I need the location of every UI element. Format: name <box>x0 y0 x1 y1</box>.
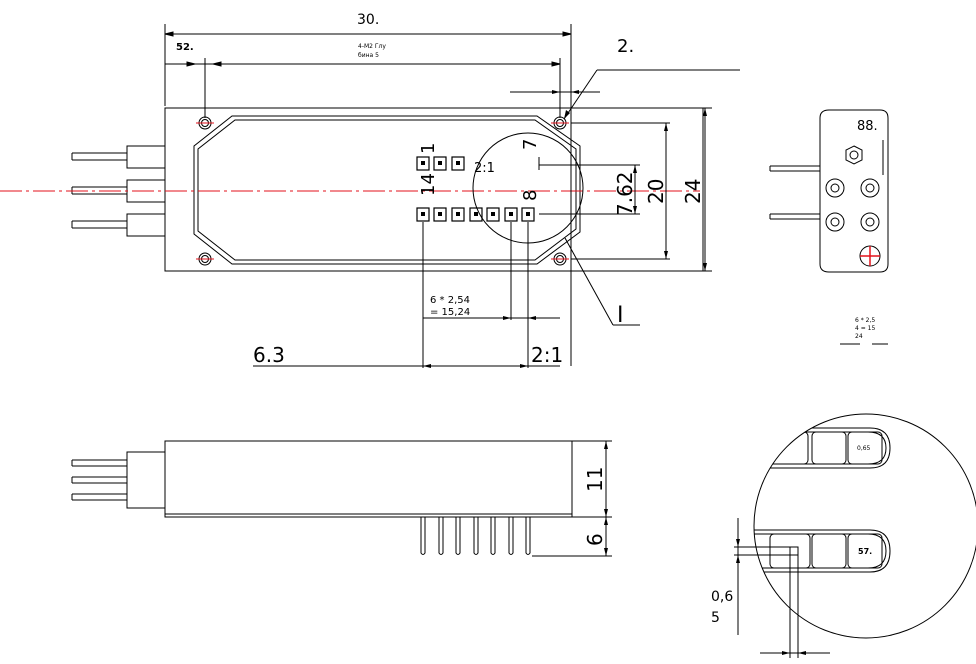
dim-0-6: 0,6 <box>711 589 733 605</box>
mounting-hole-br <box>551 252 569 266</box>
end-note-2: 4 = 15 <box>855 325 875 332</box>
mounting-hole-bl <box>196 252 214 266</box>
detail-scale-inner: 2:1 <box>474 161 495 176</box>
pin-label-8: 8 <box>520 190 541 201</box>
terminal-group <box>825 178 880 232</box>
pin-label-1: 1 <box>418 143 439 154</box>
detail-view: 0,65 57. 0,6 5 <box>711 413 976 658</box>
dim-height-11: 11 <box>583 467 607 492</box>
note-line-2: бина 5 <box>358 52 379 59</box>
top-left-leads <box>71 145 166 237</box>
top-view: I 1 14 7 8 2:1 30. 52. 4-M2 Глу бина 5 2… <box>0 12 740 368</box>
detail-circle <box>753 413 976 639</box>
pad-label-bottom: 57. <box>858 547 872 556</box>
top-inner-outline-2 <box>197 119 577 261</box>
dim-row-pitch: 7.62 <box>613 171 637 216</box>
note-line-1: 4-M2 Глу <box>358 43 386 50</box>
pad-label-top: 0,65 <box>857 445 871 452</box>
pitch-note-2: = 15,24 <box>430 307 470 318</box>
top-inner-outline <box>193 115 581 265</box>
side-view: 11 6 <box>71 440 612 557</box>
side-pins <box>420 517 531 555</box>
dim-overall-length: 30. <box>357 12 379 28</box>
detail-marker-label: I <box>617 303 624 328</box>
pitch-note-1: 6 * 2,54 <box>430 295 470 306</box>
pin-label-7: 7 <box>520 139 541 150</box>
hex-terminal-top <box>845 145 863 165</box>
side-body-outline <box>164 440 573 518</box>
detail-leader <box>564 237 614 326</box>
ground-terminal <box>859 245 881 267</box>
end-note-1: 6 * 2,5 <box>855 317 875 324</box>
dim-hole-offset: 52. <box>176 42 194 53</box>
pin-row-top <box>416 156 465 171</box>
end-view-label: 88. <box>857 119 878 134</box>
end-body-outline <box>819 109 889 273</box>
dim-height-20: 20 <box>644 179 668 204</box>
end-note-3: 24 <box>855 333 863 340</box>
pin-row-bottom <box>416 207 535 222</box>
hole-callout: 2. <box>617 36 634 57</box>
dim-height-6: 6 <box>583 533 607 546</box>
pin-label-14: 14 <box>418 173 439 196</box>
dim-6-3: 6.3 <box>253 343 285 367</box>
end-view: 88. 6 * 2,5 4 = 15 24 <box>769 109 889 345</box>
detail-scale: 2:1 <box>531 343 563 367</box>
dim-5: 5 <box>711 610 720 626</box>
mounting-hole-tl <box>196 116 214 130</box>
dim-height-24: 24 <box>681 179 705 204</box>
